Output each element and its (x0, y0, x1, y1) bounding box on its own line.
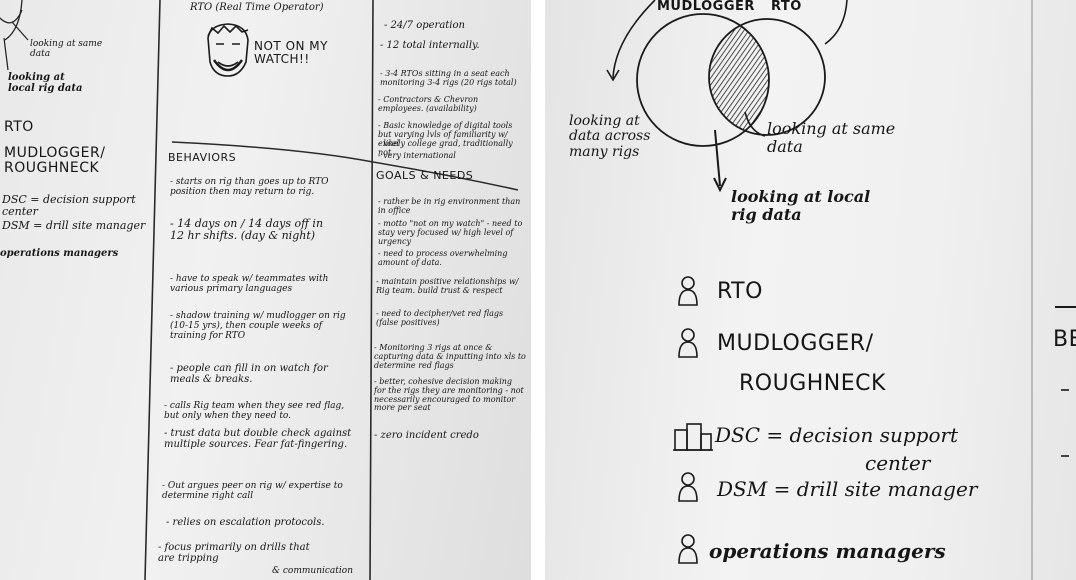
rto-heading: RTO (Real Time Operator) (190, 2, 324, 13)
goal-item: - need to process overwhelming amount of… (378, 249, 508, 267)
behavior-item: - Out argues peer on rig w/ expertise to… (162, 481, 343, 501)
venn-overlap (709, 19, 769, 135)
behavior-item: - focus primarily on drills that are tri… (158, 542, 310, 564)
venn-circle-left (636, 13, 770, 147)
building-icon (673, 423, 713, 451)
role-ops: operations managers (709, 539, 946, 563)
looking-local-label: looking at local rig data (8, 72, 83, 94)
note-item: - likely college grad, traditionally not (378, 139, 513, 157)
looking-local-label: looking at local rig data (731, 187, 871, 224)
role-rto: RTO (4, 119, 34, 135)
role-dsc: DSC = decision support center (2, 193, 136, 219)
face-doodle (207, 23, 249, 77)
behavior-item: & communication (272, 566, 353, 576)
edge-text: BE (1053, 327, 1076, 352)
behavior-item: - trust data but double check against mu… (164, 428, 352, 450)
right-board-drawing (606, 0, 1076, 580)
note-item: - very international (378, 151, 456, 160)
person-icons (678, 276, 698, 564)
role-dsm: DSM = drill site manager (2, 219, 146, 232)
goal-item: - Monitoring 3 rigs at once & capturing … (374, 343, 526, 370)
behavior-item: - 14 days on / 14 days off in 12 hr shif… (170, 217, 324, 243)
note-item: - Contractors & Chevron employees. (avai… (378, 95, 479, 113)
role-ops: operations managers (0, 248, 119, 259)
role-dsc-center: center (865, 451, 931, 475)
behaviors-title: BEHAVIORS (168, 151, 237, 164)
behavior-item: - have to speak w/ teammates with variou… (170, 274, 329, 294)
role-rto: RTO (717, 279, 763, 304)
left-whiteboard-photo: looking at same data looking at local ri… (0, 0, 531, 580)
behavior-item: - shadow training w/ mudlogger on rig (1… (170, 311, 346, 341)
role-mudlogger: MUDLOGGER/ ROUGHNECK (4, 145, 106, 177)
goal-item: - rather be in rig environment than in o… (378, 197, 521, 215)
role-dsc: DSC = decision support (715, 423, 959, 447)
goal-item: - maintain positive relationships w/ Rig… (376, 277, 519, 295)
note-item: - 3-4 RTOs sitting in a seat each monito… (380, 69, 517, 87)
venn-circle-right (708, 18, 826, 136)
goal-item: - need to decipher/vet red flags (false … (376, 309, 504, 327)
behavior-item: - starts on rig than goes up to RTO posi… (170, 177, 329, 197)
note-item: - 24/7 operation (384, 20, 465, 31)
goal-item: - better, cohesive decision making for t… (374, 377, 524, 413)
role-roughneck: ROUGHNECK (739, 371, 886, 396)
note-item: - Basic knowledge of digital tools but v… (378, 121, 513, 148)
behavior-item: - relies on escalation protocols. (166, 517, 325, 528)
goal-item: - zero incident credo (374, 430, 479, 441)
right-whiteboard-photo: MUDLOGGER RTO looking at data across man… (545, 0, 1076, 580)
goals-title: GOALS & NEEDS (376, 169, 474, 182)
looking-same-label: looking at same data (30, 39, 103, 59)
behavior-item: - calls Rig team when they see red flag,… (164, 401, 345, 421)
looking-same-label: looking at same data (767, 119, 896, 156)
venn-left-label: MUDLOGGER (657, 0, 755, 14)
role-mudlogger: MUDLOGGER/ (717, 331, 874, 356)
note-item: - 12 total internally. (380, 40, 480, 51)
role-dsm: DSM = drill site manager (717, 477, 978, 501)
looking-across-label: looking at data across many rigs (569, 113, 651, 160)
left-board-lines (0, 0, 519, 580)
behavior-item: - people can fill in on watch for meals … (170, 363, 328, 385)
goal-item: - motto "not on my watch" - need to stay… (378, 219, 523, 246)
venn-right-label: RTO (771, 0, 802, 14)
photo-gap (531, 0, 545, 580)
rto-quote: NOT ON MY WATCH!! (254, 39, 328, 67)
